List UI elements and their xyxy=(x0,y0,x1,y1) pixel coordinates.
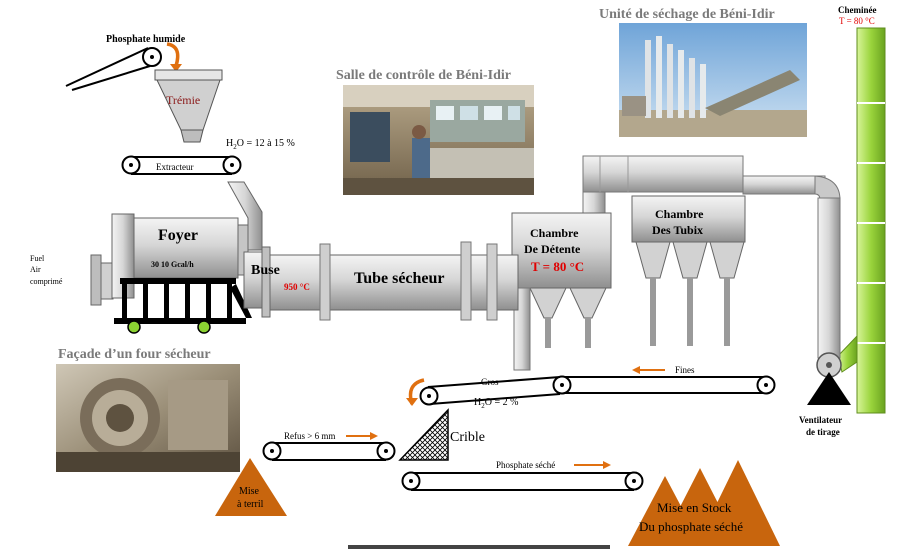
phosphate-seche-label: Phosphate séché xyxy=(496,460,555,470)
refus-arrowhead-icon xyxy=(370,432,378,440)
mise-terril-label-line2: à terril xyxy=(237,499,264,510)
unite-sechage-photo xyxy=(619,23,807,137)
chambre-detente xyxy=(511,212,612,371)
phosphate-seche-arrowhead-icon xyxy=(603,461,611,469)
mise-terril-label-line1: Mise xyxy=(239,486,260,497)
crible-label: Crible xyxy=(450,430,485,445)
foyer-label: Foyer xyxy=(158,227,198,244)
chambre-detente-temp: T = 80 °C xyxy=(531,259,584,274)
facade-four-caption: Façade d’un four sécheur xyxy=(58,347,211,362)
foyer-rate-label: 30 10 Gcal/h xyxy=(151,260,194,269)
extracteur-label: Extracteur xyxy=(156,162,193,172)
stock-piles xyxy=(628,460,780,546)
salle-controle-caption: Salle de contrôle de Béni-Idir xyxy=(336,68,511,83)
mise-stock-label-line2: Du phosphate séché xyxy=(639,519,743,534)
ventilateur-label-line2: de tirage xyxy=(806,427,840,437)
ventilateur-fan xyxy=(807,352,851,405)
foyer-furnace xyxy=(90,213,252,334)
gas-duct-system xyxy=(582,155,841,359)
chambre-tubix xyxy=(631,195,746,346)
tremie-hopper xyxy=(154,69,223,143)
bottom-divider xyxy=(348,545,610,549)
salle-controle-photo xyxy=(343,85,534,195)
fines-conveyor xyxy=(552,375,776,395)
buse-label: Buse xyxy=(251,263,280,278)
cheminee-temp-label: T = 80 °C xyxy=(839,16,875,26)
air-label: Air xyxy=(30,265,41,274)
ventilateur-label-line1: Ventilateur xyxy=(799,415,842,425)
fines-arrowhead-icon xyxy=(632,366,640,374)
gros-label: Gros xyxy=(481,377,499,387)
chambre-detente-label-line1: Chambre xyxy=(530,226,579,240)
phosphate-seche-conveyor xyxy=(401,471,644,491)
unite-sechage-caption: Unité de séchage de Béni-Idir xyxy=(599,7,775,22)
h2o-gros-label: H2O = 2 % xyxy=(474,397,518,410)
chambre-detente-label-line2: De Détente xyxy=(524,242,581,256)
buse-temp: 950 °C xyxy=(284,282,310,292)
chimney xyxy=(856,27,886,414)
fuel-label: Fuel xyxy=(30,254,45,263)
cheminee-label: Cheminée xyxy=(838,5,877,15)
facade-four-photo xyxy=(56,364,240,472)
refus-label: Refus > 6 mm xyxy=(284,431,335,441)
gros-conveyor xyxy=(419,376,561,406)
mise-stock-label-line1: Mise en Stock xyxy=(657,500,732,515)
phosphate-humide-label: Phosphate humide xyxy=(106,34,186,45)
feed-conveyor xyxy=(65,47,162,91)
fines-label: Fines xyxy=(675,365,695,375)
chambre-tubix-label-line1: Chambre xyxy=(655,207,704,221)
tube-secheur xyxy=(243,241,519,321)
gros-arrowhead-icon xyxy=(406,398,418,406)
tube-secheur-label: Tube sécheur xyxy=(354,270,445,287)
extracteur-conveyor xyxy=(121,155,242,175)
terril-pile xyxy=(215,458,287,516)
h2o-feed-label: H2O = 12 à 15 % xyxy=(226,138,295,151)
comprime-label: comprimé xyxy=(30,277,63,286)
feed-rotation-arrow-icon xyxy=(166,42,180,67)
feed-arrowhead-icon xyxy=(170,64,182,72)
refus-conveyor xyxy=(262,441,396,461)
chambre-tubix-label-line2: Des Tubix xyxy=(652,223,703,237)
tremie-label: Trémie xyxy=(166,93,200,107)
crible-screen xyxy=(398,408,449,461)
